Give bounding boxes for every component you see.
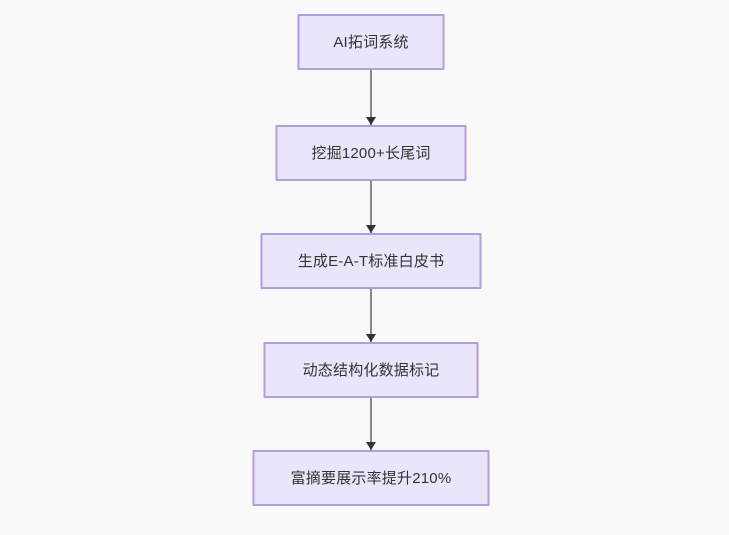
flow-node-label: 富摘要展示率提升210% (290, 469, 452, 487)
flow-node-mine-longtail-keywords[interactable]: 挖掘1200+长尾词 (275, 125, 467, 181)
flow-node-label: 动态结构化数据标记 (302, 361, 440, 379)
flow-node-label: 生成E-A-T标准白皮书 (297, 252, 445, 270)
flow-node-generate-eat-whitepaper[interactable]: 生成E-A-T标准白皮书 (260, 233, 482, 289)
edge-line (370, 289, 372, 342)
arrowhead-down-icon (366, 117, 376, 125)
flow-node-dynamic-structured-data-markup[interactable]: 动态结构化数据标记 (263, 342, 479, 398)
flow-node-label: 挖掘1200+长尾词 (311, 144, 431, 162)
edge-line (370, 70, 372, 125)
flow-node-ai-keyword-system[interactable]: AI拓词系统 (297, 14, 445, 70)
edge-line (370, 398, 372, 450)
edge-node-1-to-node-2 (365, 70, 377, 125)
arrowhead-down-icon (366, 334, 376, 342)
edge-node-3-to-node-4 (365, 289, 377, 342)
arrowhead-down-icon (366, 225, 376, 233)
edge-node-4-to-node-5 (365, 398, 377, 450)
arrowhead-down-icon (366, 442, 376, 450)
edge-line (370, 181, 372, 233)
flow-node-rich-snippet-impression-lift[interactable]: 富摘要展示率提升210% (252, 450, 490, 506)
flow-node-label: AI拓词系统 (333, 33, 409, 51)
edge-node-2-to-node-3 (365, 181, 377, 233)
